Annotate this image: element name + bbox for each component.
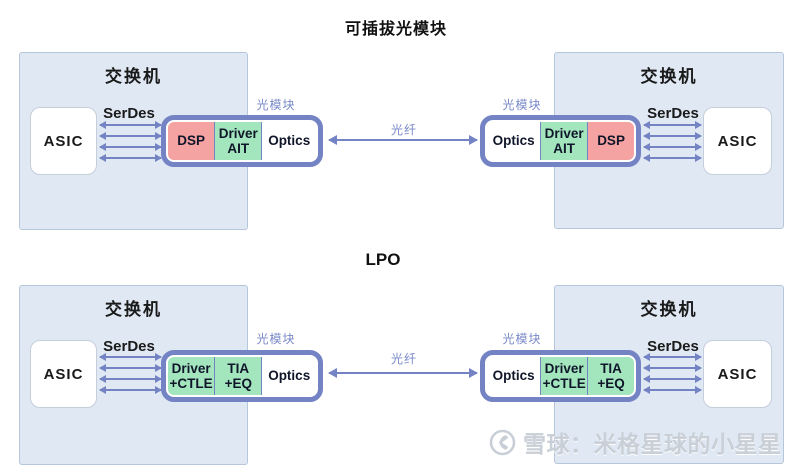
- optical-module: Optics Driver +CTLE TIA +EQ: [480, 350, 641, 402]
- switch-label: 交换机: [640, 300, 698, 319]
- asic-chip: ASIC: [703, 340, 772, 408]
- serdes-label: SerDes: [103, 338, 155, 355]
- switch-label: 交换机: [640, 67, 698, 86]
- asic-chip: ASIC: [30, 340, 97, 408]
- serdes-arrow: [99, 353, 162, 361]
- module-segment-dsp: DSP: [587, 122, 635, 160]
- serdes-arrow: [99, 364, 162, 372]
- optical-module: Optics Driver AIT DSP: [480, 115, 641, 167]
- optical-module: DSP Driver AIT Optics: [161, 115, 323, 167]
- serdes-arrow: [643, 154, 702, 162]
- optical-module: Driver +CTLE TIA +EQ Optics: [161, 350, 323, 402]
- optical-module-label: 光模块: [256, 332, 296, 346]
- serdes-arrow: [643, 386, 702, 394]
- serdes-arrow: [643, 364, 702, 372]
- module-segment-driver: Driver AIT: [214, 122, 262, 160]
- module-segment-dsp: DSP: [168, 122, 215, 160]
- serdes-arrow: [643, 132, 702, 140]
- module-segment-tia-eq: TIA +EQ: [214, 357, 262, 395]
- asic-chip: ASIC: [703, 107, 772, 175]
- serdes-arrow: [643, 121, 702, 129]
- serdes-arrow: [99, 375, 162, 383]
- serdes-label: SerDes: [647, 338, 699, 355]
- fiber-label: 光纤: [390, 123, 417, 137]
- module-segment-optics: Optics: [261, 357, 316, 395]
- module-segment-driver-ctle: Driver +CTLE: [540, 357, 588, 395]
- diagram-title-pluggable: 可插拔光模块: [344, 21, 447, 38]
- serdes-arrow: [99, 154, 162, 162]
- watermark-text: 雪球：米格星球的小星星: [523, 431, 782, 457]
- module-segment-driver: Driver AIT: [540, 122, 588, 160]
- optical-module-label: 光模块: [502, 332, 542, 346]
- module-segment-driver-ctle: Driver +CTLE: [168, 357, 215, 395]
- serdes-arrows: [99, 121, 162, 162]
- optical-module-label: 光模块: [256, 98, 296, 112]
- fiber-link-arrow: [328, 368, 478, 378]
- serdes-arrow: [643, 143, 702, 151]
- fiber-label: 光纤: [390, 352, 417, 366]
- serdes-label: SerDes: [103, 105, 155, 122]
- serdes-arrow: [99, 143, 162, 151]
- watermark: 雪球：米格星球的小星星: [489, 425, 782, 459]
- serdes-arrow: [99, 386, 162, 394]
- serdes-arrow: [643, 375, 702, 383]
- serdes-arrow: [99, 121, 162, 129]
- serdes-arrows: [643, 121, 702, 162]
- fiber-link-arrow: [328, 135, 478, 145]
- serdes-arrow: [99, 132, 162, 140]
- switch-label: 交换机: [105, 67, 162, 86]
- module-segment-optics: Optics: [492, 133, 535, 149]
- module-segment-optics: Optics: [492, 368, 535, 384]
- diagram-title-lpo: LPO: [365, 250, 401, 269]
- asic-chip: ASIC: [30, 107, 97, 175]
- optical-module-label: 光模块: [502, 98, 542, 112]
- serdes-arrows: [99, 353, 162, 394]
- module-segment-tia-eq: TIA +EQ: [587, 357, 635, 395]
- module-segment-optics: Optics: [261, 122, 316, 160]
- serdes-arrows: [643, 353, 702, 394]
- switch-label: 交换机: [105, 300, 162, 319]
- serdes-arrow: [643, 353, 702, 361]
- serdes-label: SerDes: [647, 105, 699, 122]
- xueqiu-logo-icon: [489, 429, 516, 456]
